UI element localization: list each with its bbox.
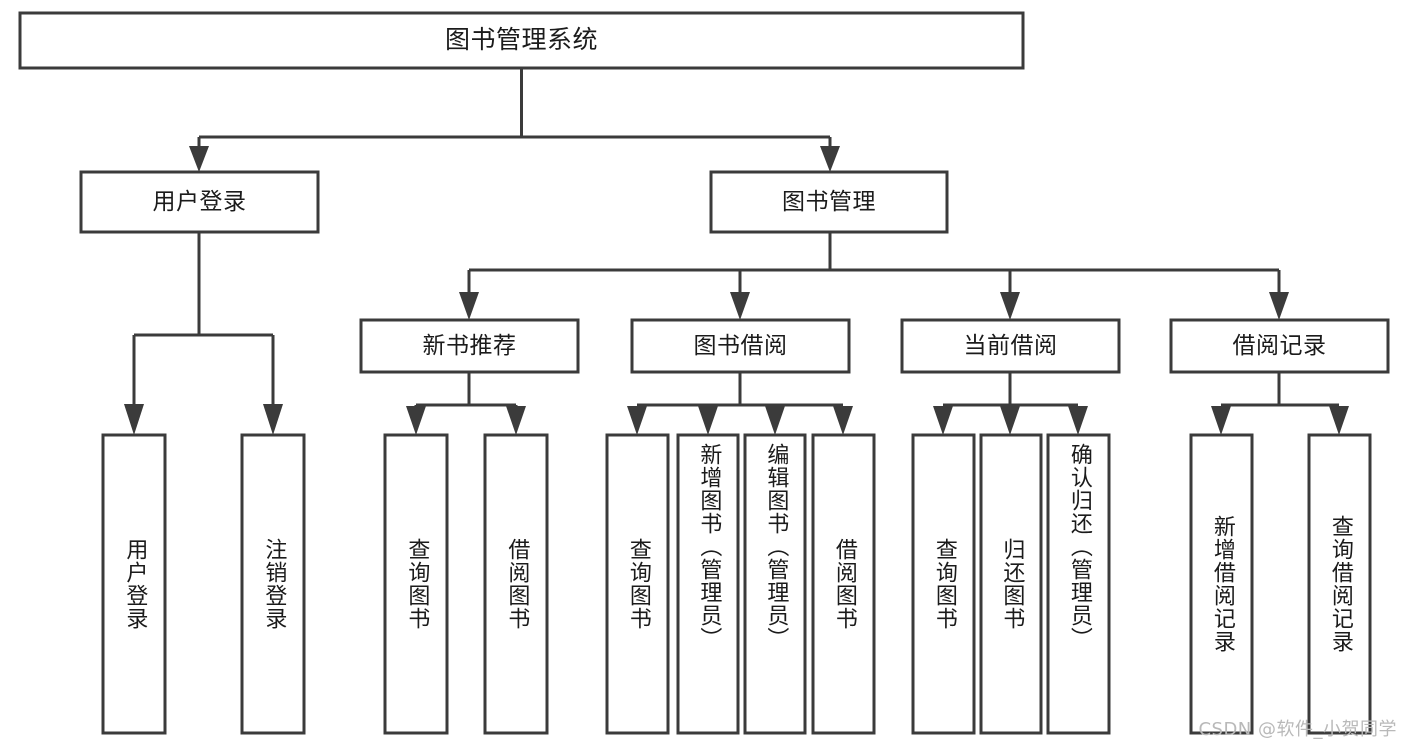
arrow-head-book-borrow-leaf-2 — [698, 406, 718, 435]
node-box-leaf-query-book-a[interactable] — [383, 433, 449, 735]
arrow-head-to-book-borrow — [730, 292, 750, 320]
node-box-leaf-logout[interactable] — [240, 433, 306, 735]
arrow-head-user-login-leaf-2 — [263, 404, 283, 435]
arrow-head-to-new-book-recommend — [459, 292, 479, 320]
arrow-head-book-borrow-leaf-3 — [765, 406, 785, 435]
node-box-user-login[interactable] — [79, 170, 320, 234]
node-box-borrow-record[interactable] — [1169, 318, 1390, 374]
node-box-leaf-borrow-book-b[interactable] — [811, 433, 876, 735]
arrow-head-root-to-user-login — [189, 146, 209, 172]
node-box-leaf-add-book-admin[interactable] — [676, 433, 740, 735]
node-box-leaf-query-book-c[interactable] — [911, 433, 976, 735]
arrow-head-new-book-leaf-2 — [506, 406, 526, 435]
arrow-head-current-borrow-leaf-2 — [1000, 406, 1020, 435]
arrow-head-user-login-leaf-1 — [124, 404, 144, 435]
arrow-head-to-borrow-record — [1269, 292, 1289, 320]
arrow-head-to-current-borrow — [1000, 292, 1020, 320]
node-box-leaf-query-book-b[interactable] — [605, 433, 670, 735]
csdn-watermark: CSDN @软件_小贺同学 — [1198, 719, 1397, 740]
node-box-book-borrow[interactable] — [630, 318, 851, 374]
node-box-leaf-edit-book-admin[interactable] — [743, 433, 807, 735]
arrow-head-book-borrow-leaf-4 — [833, 406, 853, 435]
node-box-current-borrow[interactable] — [900, 318, 1121, 374]
arrow-head-current-borrow-leaf-1 — [933, 406, 953, 435]
arrow-head-borrow-record-leaf-2 — [1329, 406, 1349, 435]
arrow-head-root-to-book-manage — [820, 146, 840, 172]
node-box-leaf-return-book[interactable] — [979, 433, 1043, 735]
node-box-root[interactable] — [18, 11, 1025, 70]
node-box-book-manage[interactable] — [709, 170, 949, 234]
arrow-head-current-borrow-leaf-3 — [1068, 406, 1088, 435]
arrow-head-borrow-record-leaf-1 — [1211, 406, 1231, 435]
arrow-head-book-borrow-leaf-1 — [627, 406, 647, 435]
arrow-head-new-book-leaf-1 — [406, 406, 426, 435]
node-box-leaf-user-login[interactable] — [101, 433, 167, 735]
node-box-leaf-borrow-book-a[interactable] — [483, 433, 549, 735]
node-box-leaf-add-borrow-record[interactable] — [1189, 433, 1254, 735]
node-box-leaf-query-borrow-record[interactable] — [1307, 433, 1372, 735]
node-box-new-book-recommend[interactable] — [359, 318, 580, 374]
node-box-leaf-confirm-return-admin[interactable] — [1046, 433, 1111, 735]
